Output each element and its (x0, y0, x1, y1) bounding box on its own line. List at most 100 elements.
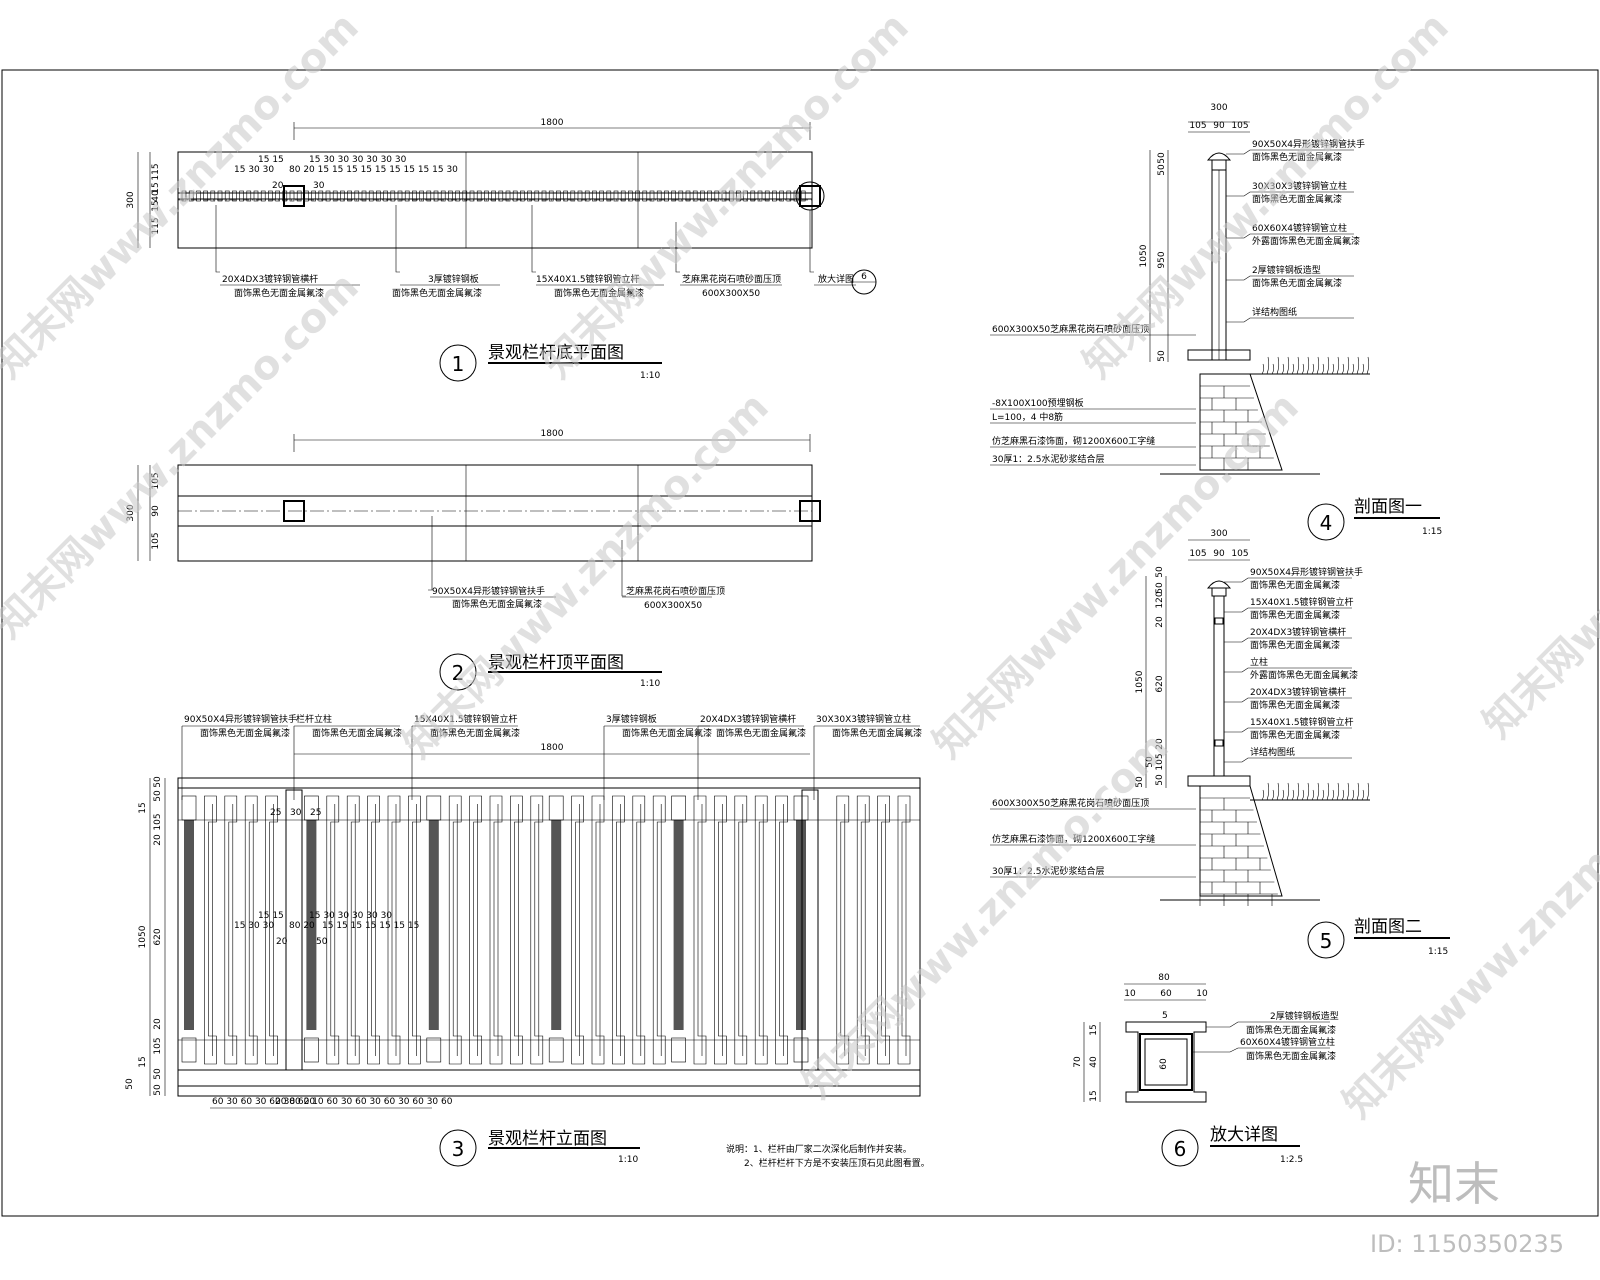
grass-blade (1276, 356, 1280, 375)
d1-picket (246, 190, 252, 202)
d1-picket (649, 190, 655, 202)
d1-depth-15a: 15 (151, 182, 161, 193)
d1-picket (383, 190, 388, 202)
section-callout-finish: 外露面饰黑色无面金属氟漆 (1252, 235, 1360, 247)
d2-callout-coping: 芝麻黑花岗石喷砂面压顶 (626, 585, 725, 597)
d3-height-105a: 105 (153, 813, 163, 830)
d1-picket (426, 190, 432, 202)
d3-picket-cap (426, 1037, 442, 1063)
d1-picket (520, 190, 525, 202)
d3-solid-picket (551, 820, 562, 1030)
d3-meander-picket (775, 795, 788, 1065)
d3-picket-cap (181, 1037, 197, 1063)
d1-picket (505, 190, 511, 202)
d3-height-50d: 50 (153, 1084, 163, 1096)
d3-callout-finish: 面饰黑色无面金属氟漆 (430, 727, 520, 739)
d5-height-50c: 50 (1145, 756, 1155, 768)
d5-height-20a: 20 (1155, 616, 1165, 628)
d1-callout-coping-size: 600X300X50 (702, 289, 760, 299)
grass-blade (1351, 789, 1355, 801)
d5-height-50d: 50 (1155, 774, 1165, 786)
grass-blade (1276, 782, 1280, 801)
d3-meander-picket (897, 795, 911, 1065)
d3-meander-picket (632, 795, 646, 1065)
d3-height-20a: 20 (153, 834, 163, 846)
drawing-2-top-plan: 1800 300 105 90 105 90X50X4异形镀锌钢管扶手 面饰黑色… (126, 429, 821, 691)
d5-width-105a: 105 (1189, 549, 1206, 559)
section-callout-finish: 面饰黑色无面金属氟漆 (1252, 193, 1342, 205)
d3-picket-cap (793, 1037, 809, 1063)
d1-picket (340, 190, 345, 202)
d1-picket (232, 190, 237, 202)
section-left-callout: 30厚1：2.5水泥砂浆结合层 (992, 865, 1105, 877)
d5-scale: 1:15 (1428, 947, 1448, 957)
d1-picket (196, 190, 201, 202)
d6-height-15a: 15 (1089, 1024, 1099, 1035)
d3-callout-finish: 面饰黑色无面金属氟漆 (312, 727, 402, 739)
d1-picket (534, 190, 540, 202)
d1-title: 景观栏杆底平面图 (488, 343, 624, 363)
d3-callout-finish: 面饰黑色无面金属氟漆 (716, 727, 806, 739)
d3-meander-picket (346, 795, 360, 1065)
d1-picket (685, 190, 691, 202)
d1-picket (800, 190, 806, 202)
section-callout-finish: 面饰黑色无面金属氟漆 (1250, 609, 1340, 621)
d1-callout-picket-finish: 面饰黑色无面金属氟漆 (554, 287, 644, 299)
section-left-callout: -8X100X100预埋钢板 (992, 397, 1084, 409)
grass-blade (1351, 363, 1355, 375)
d1-picket (700, 190, 705, 202)
grass-blade (1336, 782, 1340, 801)
d3-height-105b: 105 (153, 1037, 163, 1054)
d1-picket (469, 190, 475, 202)
grass-blade (1356, 356, 1360, 375)
d1-subdim-20: 20 (272, 181, 284, 191)
d1-title-circle (439, 344, 477, 382)
d5-height-50e: 50 (1135, 776, 1145, 788)
d4-title-circle (1307, 503, 1345, 541)
d1-picket (376, 190, 381, 202)
d3-height-620: 620 (153, 928, 163, 945)
d1-depth-115a: 115 (151, 163, 161, 180)
d6-inner-60: 60 (1159, 1058, 1169, 1070)
d5-height-620: 620 (1155, 675, 1165, 692)
section-callout-spec: 15X40X1.5镀锌钢管立杆 (1250, 596, 1354, 608)
d1-picket (203, 190, 208, 202)
grass-blade (1326, 782, 1330, 801)
d1-picket (548, 190, 554, 202)
d1-picket (599, 190, 604, 202)
d4-brick-wall (1199, 385, 1274, 470)
d1-picket (347, 190, 352, 202)
d1-picket (592, 190, 597, 202)
grass-blade (1316, 782, 1320, 801)
d1-callout-coping: 芝麻黑花岗石喷砂面压顶 (682, 273, 781, 285)
d3-picket-cap (548, 795, 564, 821)
grass-blade (1301, 363, 1305, 375)
d1-depth-300: 300 (126, 191, 136, 208)
d6-callout-post-finish: 面饰黑色无面金属氟漆 (1246, 1050, 1336, 1062)
d1-subdim-30: 30 (313, 181, 325, 191)
watermark-2: 知末网www.znzmo.com (535, 4, 918, 387)
d1-picket (332, 190, 338, 202)
d1-picket (289, 190, 295, 202)
d4-width-300: 300 (1210, 103, 1227, 113)
d5-height-120: 120 (1155, 591, 1165, 608)
d1-picket (671, 190, 676, 202)
d1-picket (743, 190, 748, 202)
d3-callout-spec: 20X4DX3镀锌钢管横杆 (700, 713, 796, 725)
d1-picket (613, 190, 619, 202)
d5-number: 5 (1320, 929, 1333, 953)
d1-picket (440, 190, 446, 202)
d1-picket (397, 190, 403, 202)
d5-height-50b: 50 (1155, 582, 1165, 594)
d1-detail-ref-number: 6 (861, 272, 867, 282)
d6-inner-5: 5 (1162, 1011, 1168, 1021)
drawing-4-section-1: 300 105 90 105 1050 950 50 50 50 90X50X4… (990, 103, 1442, 541)
d3-height-20b: 20 (153, 1018, 163, 1030)
d3-height-50e: 50 (125, 1078, 135, 1090)
d3-number: 3 (452, 1137, 465, 1161)
d3-meander-picket (877, 795, 890, 1065)
section-callout-finish: 面饰黑色无面金属氟漆 (1250, 699, 1340, 711)
d1-picket (556, 190, 561, 202)
d2-scale: 1:10 (640, 679, 660, 689)
d5-height-1050: 1050 (1135, 670, 1145, 693)
